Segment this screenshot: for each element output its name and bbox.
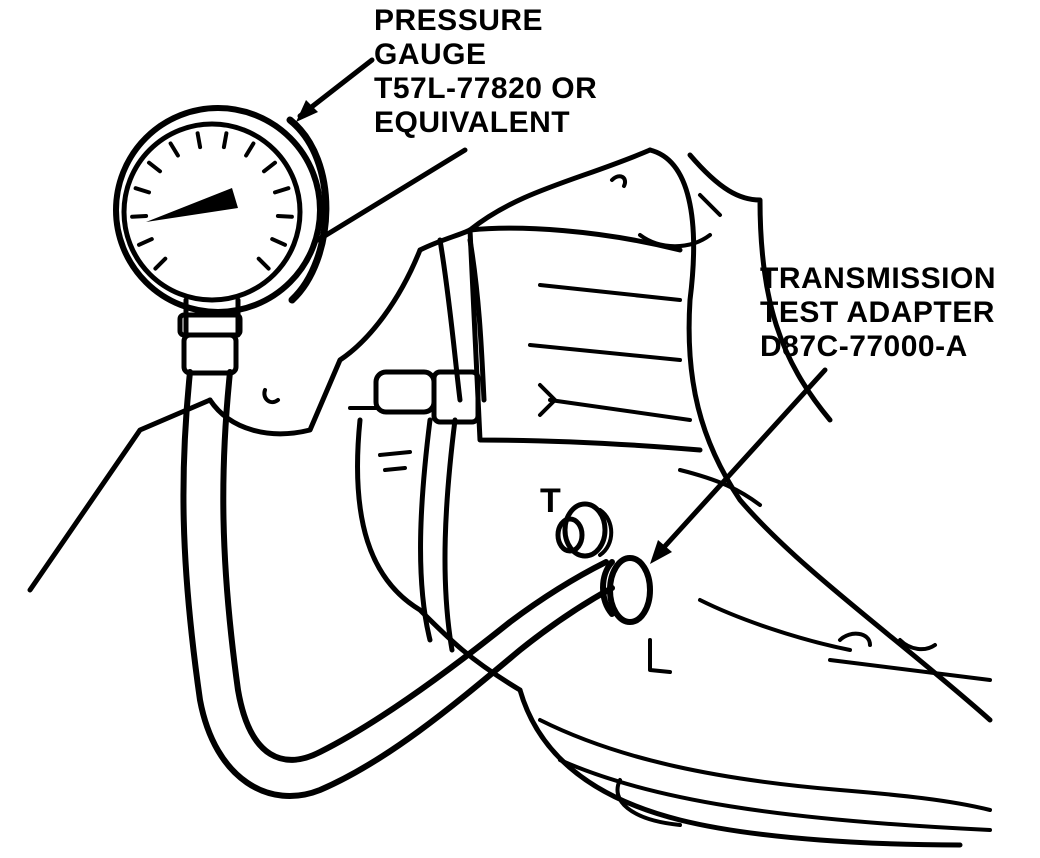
- gauge-tick: [256, 256, 271, 271]
- port-mark-t: T: [540, 482, 561, 520]
- gauge-needle: [146, 188, 238, 222]
- gauge-tick: [130, 214, 149, 219]
- gauge-tick: [195, 131, 203, 150]
- pressure-gauge-label: PRESSURE GAUGE T57L-77820 OR EQUIVALENT: [374, 4, 597, 140]
- test-port-plug: [555, 501, 614, 559]
- gauge-label-line-3: T57L-77820 OR: [374, 72, 598, 105]
- gauge-tick: [153, 256, 168, 271]
- gauge-tick: [168, 141, 180, 158]
- gauge-label-line-1: PRESSURE: [374, 4, 544, 37]
- gauge-dial-ticks: [130, 131, 294, 271]
- adapter-label-line-2: TEST ADAPTER: [760, 296, 995, 329]
- gauge-tick: [244, 141, 256, 158]
- gauge-tick: [137, 237, 154, 247]
- gauge-tick: [270, 237, 287, 247]
- test-adapter-label: TRANSMISSION TEST ADAPTER D87C-77000-A: [760, 262, 996, 364]
- gauge-label-line-4: EQUIVALENT: [374, 106, 571, 139]
- gauge-tick: [147, 160, 162, 174]
- adapter-label-line-3: D87C-77000-A: [760, 330, 968, 363]
- gauge-tick: [262, 160, 277, 174]
- gauge-tick: [275, 214, 294, 219]
- gauge-tick: [133, 186, 151, 195]
- gauge-tick: [273, 186, 291, 195]
- transmission-case: [27, 147, 993, 848]
- adapter-label-line-1: TRANSMISSION: [760, 262, 997, 295]
- gauge-tick: [221, 131, 229, 150]
- cooler-lines: [348, 237, 487, 653]
- pressure-gauge: [113, 105, 330, 376]
- leader-lines: [296, 57, 828, 564]
- gauge-hose: [180, 369, 653, 799]
- gauge-label-line-2: GAUGE: [374, 38, 487, 71]
